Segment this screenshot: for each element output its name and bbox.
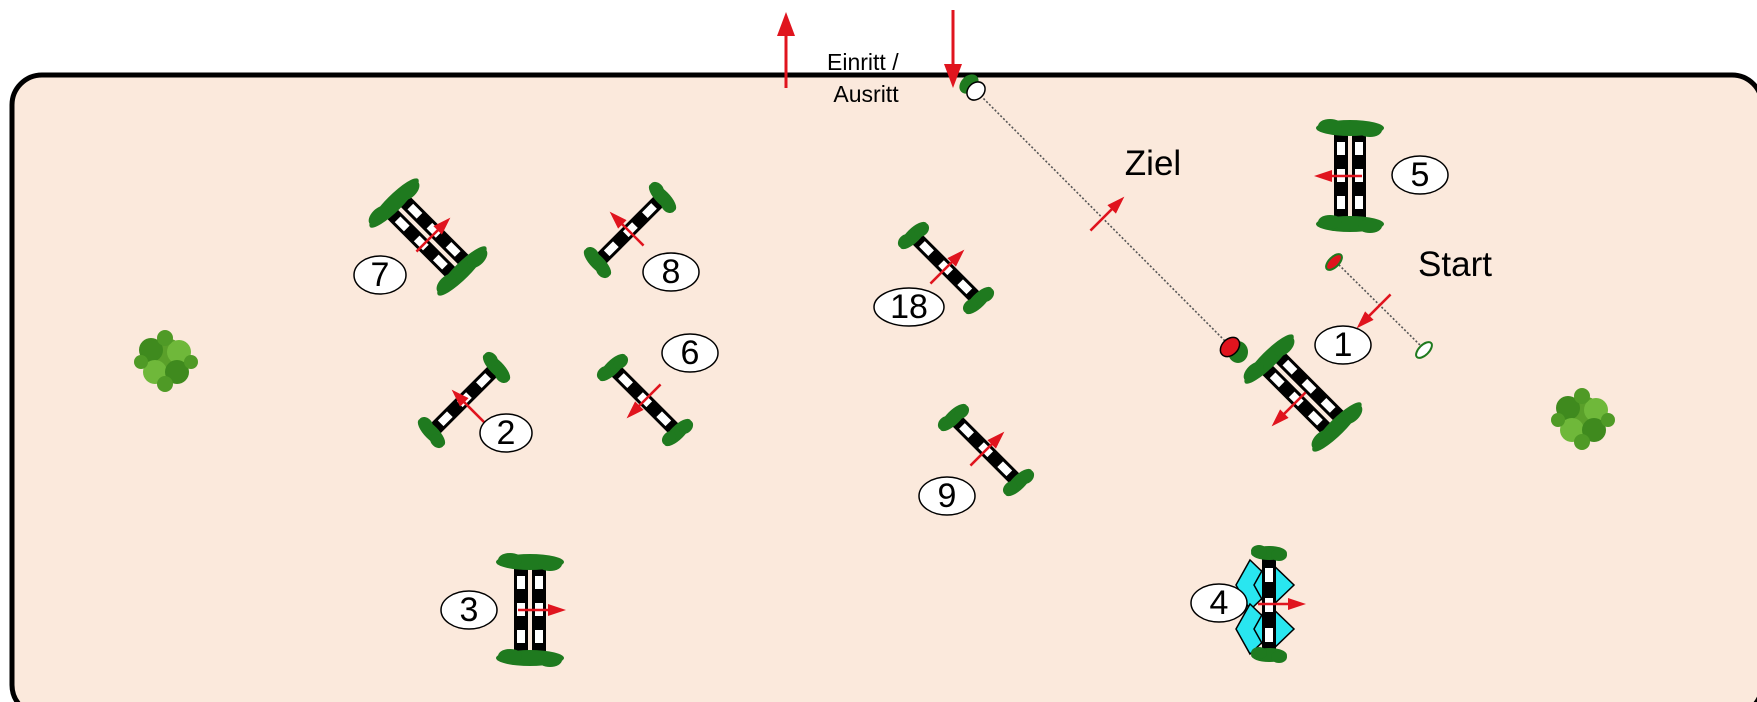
start-flag-white-icon bbox=[1415, 341, 1433, 359]
start-label: Start bbox=[1418, 245, 1492, 284]
arena bbox=[9, 72, 1757, 702]
finish-line bbox=[974, 89, 1233, 349]
obstacle-7: 7 bbox=[353, 173, 492, 302]
obstacle-18: 18 bbox=[873, 217, 997, 327]
obstacle-number-badge bbox=[918, 476, 976, 516]
start-line bbox=[1335, 261, 1426, 351]
obstacle-number: 1 bbox=[1334, 326, 1353, 364]
obstacle-number-badge bbox=[440, 590, 498, 630]
obstacle-2: 2 bbox=[413, 349, 533, 453]
obstacle-number: 18 bbox=[890, 288, 928, 326]
obstacle-3: 3 bbox=[440, 553, 568, 667]
obstacle-number-badge bbox=[873, 287, 945, 327]
obstacle-number-badge bbox=[642, 252, 700, 292]
obstacle-number-badge bbox=[1314, 325, 1372, 365]
obstacle-8: 8 bbox=[579, 179, 700, 292]
obstacle-number-badge bbox=[1190, 583, 1248, 623]
obstacle-6: 6 bbox=[594, 333, 719, 451]
obstacle-number: 3 bbox=[460, 591, 479, 629]
exit-arrow-icon bbox=[777, 12, 795, 88]
obstacle-4: 4 bbox=[1190, 545, 1308, 663]
obstacle-number-badge bbox=[661, 333, 719, 373]
obstacle-number: 7 bbox=[371, 256, 390, 294]
entrance-label: Einritt / Ausritt bbox=[827, 49, 905, 107]
obstacle-5: 5 bbox=[1312, 119, 1449, 233]
finish-label: Ziel bbox=[1125, 144, 1181, 183]
obstacle-9: 9 bbox=[918, 399, 1037, 516]
obstacle-number: 6 bbox=[681, 334, 700, 372]
entrance-arrow-icon bbox=[944, 10, 962, 88]
obstacle-number-badge bbox=[1391, 155, 1449, 195]
obstacle-1: 1 bbox=[1239, 325, 1372, 457]
obstacle-number: 8 bbox=[662, 253, 681, 291]
obstacle-number: 5 bbox=[1411, 156, 1430, 194]
obstacle-number: 9 bbox=[938, 477, 957, 515]
obstacle-number-badge bbox=[353, 255, 407, 295]
start-flag-red-icon bbox=[1325, 253, 1343, 271]
obstacle-number-badge bbox=[479, 413, 533, 453]
obstacle-number: 2 bbox=[497, 414, 516, 452]
finish-flag-red-icon bbox=[1219, 336, 1248, 363]
obstacle-number: 4 bbox=[1210, 584, 1229, 622]
finish-flag-white-icon bbox=[959, 74, 986, 101]
